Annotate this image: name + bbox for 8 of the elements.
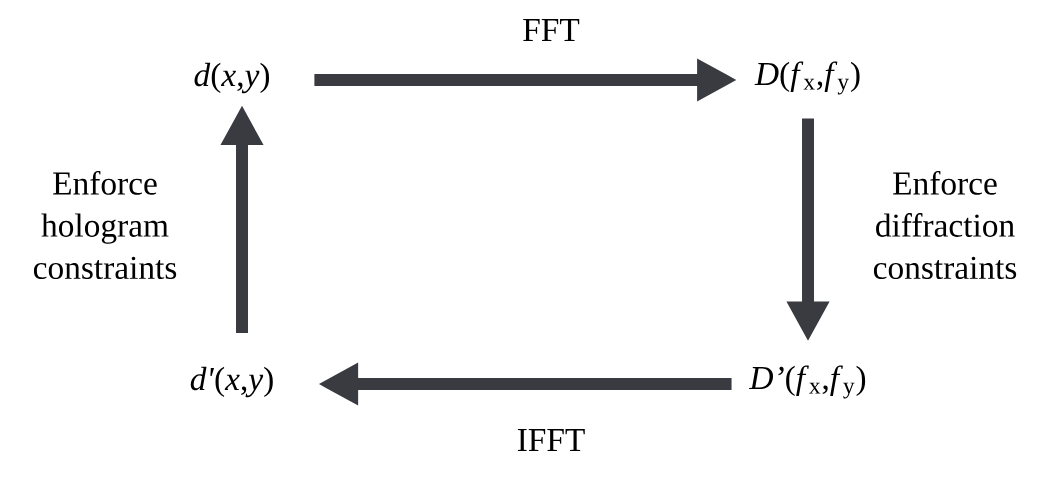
- edge-label: Enforce diffraction constraints: [873, 170, 1017, 280]
- math-label: d'(x,y): [190, 366, 273, 398]
- edge-label: FFT: [523, 19, 580, 41]
- math-label: d(x,y): [194, 62, 270, 94]
- edge-label: IFFT: [517, 429, 585, 451]
- math-label: D’(f$_{x}$,f$_{y}$): [749, 365, 866, 399]
- math-label: D(f$_{x}$,f$_{y}$): [754, 61, 860, 95]
- edge-label: Enforce hologram constraints: [33, 170, 177, 280]
